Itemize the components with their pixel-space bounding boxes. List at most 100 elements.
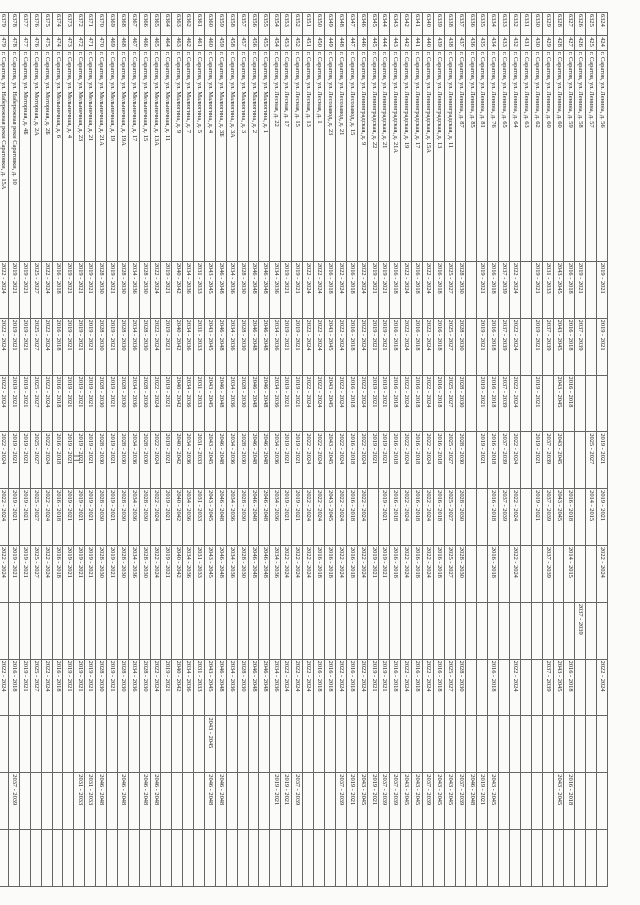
period-cell: 2022 - 2024: [357, 375, 368, 432]
period-cell: [313, 772, 325, 830]
period-cell: 2043 - 2045: [357, 772, 368, 830]
period-cell: [291, 829, 303, 887]
row-id-cell: 6342: [400, 12, 412, 36]
period-cell: 2028 - 2030: [139, 545, 151, 603]
period-cell: 2034 - 2036: [128, 261, 140, 319]
period-cell: 2031 - 2033: [193, 659, 205, 716]
period-cell: 2022 - 2024: [41, 375, 53, 432]
address-cell: г. Саратов, ул. Ленинградская, д. 21: [378, 50, 390, 262]
period-cell: 2016 - 2018: [411, 375, 423, 432]
period-cell: [335, 829, 347, 887]
row-number-cell: 427: [563, 35, 575, 51]
row-id-cell: 6367: [128, 12, 140, 36]
period-cell: 2022 - 2024: [400, 659, 412, 716]
period-cell: 2022 - 2024: [0, 659, 9, 716]
period-cell: 2019 - 2021: [378, 261, 390, 319]
period-cell: [498, 829, 510, 887]
period-cell: 2016 - 2018: [487, 488, 499, 546]
period-cell: 2046 - 2048: [215, 375, 227, 432]
period-cell: [280, 829, 292, 887]
period-cell: 2019 - 2021: [73, 488, 85, 546]
period-cell: 2037 - 2039: [389, 772, 401, 830]
address-cell: г. Саратов, ул. Мельничная, д. 17: [128, 50, 140, 262]
address-cell: г. Саратов, ул. Ленина, д. 81: [476, 50, 488, 262]
period-cell: 2040 - 2042: [171, 318, 183, 375]
period-cell: 2022 - 2024: [313, 261, 325, 319]
period-cell: 2025 - 2027: [444, 375, 456, 432]
row-id-cell: 6336: [465, 12, 477, 36]
period-cell: 2019 - 2021: [160, 318, 172, 375]
row-id-cell: 6369: [106, 12, 118, 36]
period-cell: [357, 602, 368, 660]
period-cell: 2019 - 2021: [73, 545, 85, 603]
period-cell: 2025 - 2027: [30, 659, 42, 716]
period-cell: 2028 - 2030: [117, 375, 129, 432]
period-cell: 2028 - 2030: [95, 261, 107, 319]
period-cell: 2022 - 2024: [509, 318, 521, 375]
period-cell: [433, 715, 445, 773]
period-cell: 2019 - 2021: [160, 375, 172, 432]
address-cell: г. Саратов, ул. Лесная, д. 22: [269, 50, 281, 262]
period-cell: 2043 - 2045: [204, 261, 216, 319]
row-id-cell: 6361: [193, 12, 205, 36]
address-cell: г. Саратов, ул. Ленина, д. 56: [596, 50, 608, 262]
period-cell: [422, 829, 434, 887]
period-cell: [52, 602, 63, 660]
period-cell: [357, 715, 368, 773]
row-number-cell: 455: [259, 35, 270, 51]
period-cell: 2019 - 2021: [378, 545, 390, 603]
period-cell: 2031 - 2033: [542, 261, 554, 319]
row-id-cell: 6354: [269, 12, 281, 36]
period-cell: 2016 - 2018: [52, 375, 63, 432]
period-cell: [596, 772, 608, 830]
period-cell: 2028 - 2030: [455, 431, 466, 489]
period-cell: 2019 - 2021: [574, 261, 586, 319]
period-cell: 2022 - 2024: [313, 375, 325, 432]
period-cell: 2016 - 2018: [433, 261, 445, 319]
period-cell: 2022 - 2024: [357, 431, 368, 489]
period-cell: 2016 - 2018: [389, 545, 401, 603]
period-cell: [433, 602, 445, 660]
period-cell: [520, 318, 532, 375]
period-cell: 2022 - 2024: [596, 545, 608, 603]
period-cell: 2019 - 2021: [280, 375, 292, 432]
period-cell: [215, 602, 227, 660]
period-cell: 2034 - 2036: [269, 375, 281, 432]
period-cell: [465, 375, 477, 432]
period-cell: 2019 - 2021: [280, 488, 292, 546]
period-cell: [150, 715, 161, 773]
period-cell: 2037 - 2039: [498, 261, 510, 319]
row-id-cell: 6328: [553, 12, 564, 36]
row-number-cell: 438: [444, 35, 456, 51]
period-cell: 2016 - 2018: [324, 545, 336, 603]
period-cell: 2025 - 2027: [444, 431, 456, 489]
period-cell: 2016 - 2018: [411, 318, 423, 375]
period-cell: 2043 - 2045: [553, 261, 564, 319]
period-cell: [62, 772, 74, 830]
period-cell: 2019 - 2021: [8, 318, 20, 375]
period-cell: 2043 - 2045: [553, 318, 564, 375]
period-cell: [465, 715, 477, 773]
period-cell: 2028 - 2030: [455, 659, 466, 716]
period-cell: [52, 772, 63, 830]
period-cell: 2022 - 2024: [150, 659, 161, 716]
period-cell: 2022 - 2024: [422, 431, 434, 489]
period-cell: 2019 - 2021: [106, 261, 118, 319]
period-cell: [215, 829, 227, 887]
period-cell: [73, 715, 85, 773]
period-cell: 2043 - 2045: [204, 431, 216, 489]
period-cell: 2016 - 2018: [389, 431, 401, 489]
period-cell: 2034 - 2036: [182, 488, 194, 546]
period-cell: [182, 715, 194, 773]
period-cell: 2016 - 2018: [313, 545, 325, 603]
period-cell: 2019 - 2021: [367, 261, 379, 319]
period-cell: [476, 829, 488, 887]
period-cell: 2025 - 2027: [30, 431, 42, 489]
